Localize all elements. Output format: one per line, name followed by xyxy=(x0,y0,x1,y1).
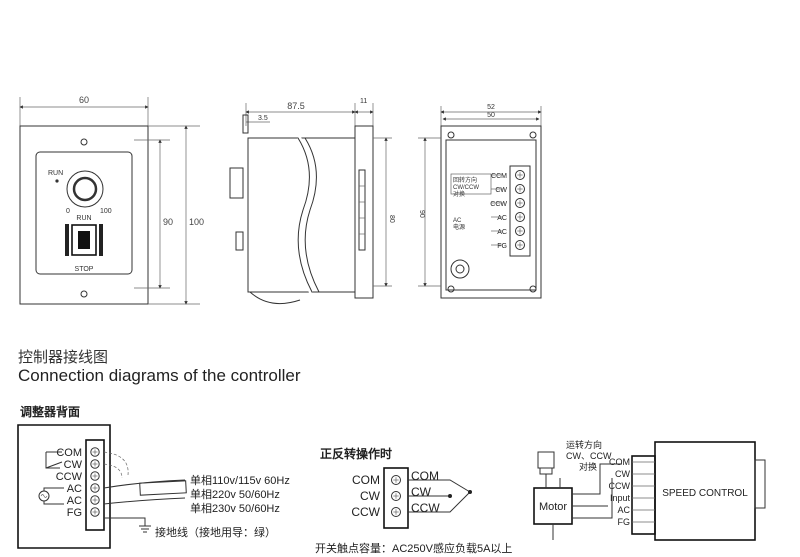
run-label-top: RUN xyxy=(48,170,63,177)
motor-terminal-label-3: Input xyxy=(610,493,631,503)
rear-terminal-label-0: CCM xyxy=(491,173,507,180)
back-terminal-screw-5 xyxy=(90,507,100,517)
rear-terminal-label-5: FG xyxy=(497,243,507,250)
supply-line-3: 单相230v 50/60Hz xyxy=(190,502,280,515)
back-terminal-label-2: CCW xyxy=(56,471,83,483)
rear-terminal-label-1: CW xyxy=(495,187,507,194)
side-flange-dim: 11 xyxy=(360,98,367,105)
mount-hole-bottom xyxy=(80,290,88,298)
rear-outer-width-dim: 52 xyxy=(487,104,495,111)
rear-terminal-screw-5 xyxy=(515,240,525,250)
switch-terminal-right-1: CW xyxy=(411,485,432,499)
rear-plate xyxy=(440,125,542,299)
rear-terminal-block xyxy=(509,165,531,257)
motor-label: Motor xyxy=(539,501,567,513)
run-label: RUN xyxy=(76,215,91,222)
direction-note-1: 运转方向 xyxy=(566,439,602,450)
diagram-switch-title: 正反转操作时 xyxy=(320,446,392,461)
front-panel xyxy=(35,151,133,275)
run-stop-switch xyxy=(71,224,97,256)
motor-terminal-block xyxy=(631,455,656,535)
supply-line-2: 单相220v 50/60Hz xyxy=(190,488,280,501)
rear-terminal-label-3: AC xyxy=(497,215,507,222)
back-terminal-label-5: FG xyxy=(67,507,82,519)
back-terminal-screw-4 xyxy=(90,495,100,505)
scale-max-label: 100 xyxy=(100,208,112,215)
rear-note-ac-line2: 电源 xyxy=(453,223,465,231)
rear-terminal-screw-1 xyxy=(515,184,525,194)
rear-inner-width-dim: 50 xyxy=(487,112,495,119)
direction-note-3: 对换 xyxy=(579,461,597,472)
switch-terminal-left-2: CCW xyxy=(351,505,380,519)
motor-terminal-label-5: FG xyxy=(618,517,631,527)
diagram-back-title: 调整器背面 xyxy=(20,404,80,419)
switch-terminal-right-2: CCW xyxy=(411,501,440,515)
rear-terminal-label-2: CCW xyxy=(490,201,507,208)
motor-terminal-label-2: CCW xyxy=(609,481,631,491)
side-offset-dim: 3.5 xyxy=(258,115,268,122)
ground-note: 接地线（接地用导：绿） xyxy=(155,525,276,539)
back-terminal-label-3: AC xyxy=(67,483,82,495)
switch-terminal-screw-0 xyxy=(391,475,401,485)
rear-terminal-screw-2 xyxy=(515,198,525,208)
rear-terminal-screw-3 xyxy=(515,212,525,222)
mount-hole-top xyxy=(80,138,88,146)
switch-terminal-left-0: COM xyxy=(352,473,380,487)
front-height-inner-dim: 90 xyxy=(163,217,173,227)
rear-terminal-screw-0 xyxy=(515,170,525,180)
supply-line-1: 单相110v/115v 60Hz xyxy=(190,474,290,487)
switch-terminal-screw-1 xyxy=(391,491,401,501)
switch-terminal-right-0: COM xyxy=(411,469,439,483)
diagram-motor-control: 运转方向 CW、CCW 对换 Motor SPEED CONTROL COM CW… xyxy=(533,439,766,541)
stop-label: STOP xyxy=(75,266,94,273)
side-view: 87.5 11 3.5 80 xyxy=(229,98,395,305)
front-view: 60 RUN 0 100 RUN STOP 90 100 xyxy=(19,95,204,305)
scale-min-label: 0 xyxy=(66,208,70,215)
motor-terminal-label-0: COM xyxy=(609,457,630,467)
switch-terminal-left-1: CW xyxy=(360,489,381,503)
front-height-outer-dim: 100 xyxy=(189,217,204,227)
back-terminal-label-0: COM xyxy=(56,447,82,459)
back-terminal-block xyxy=(85,439,105,531)
rear-note-direction-line2: CW/CCW xyxy=(453,185,479,191)
switch-terminal-screw-2 xyxy=(391,507,401,517)
side-length-dim: 87.5 xyxy=(287,101,305,111)
back-terminal-label-1: CW xyxy=(64,459,83,471)
rear-terminal-label-4: AC xyxy=(497,229,507,236)
rear-terminal-screw-4 xyxy=(515,226,525,236)
back-terminal-screw-2 xyxy=(90,471,100,481)
section-title-cn: 控制器接线图 xyxy=(18,348,109,366)
rear-height-dim: 90 xyxy=(418,210,425,218)
speed-knob xyxy=(66,170,104,208)
back-terminal-screw-1 xyxy=(90,459,100,469)
section-title-en: Connection diagrams of the controller xyxy=(18,366,301,385)
switch-terminal-block xyxy=(383,467,409,529)
back-terminal-screw-0 xyxy=(90,447,100,457)
capacity-note: 开关触点容量：AC250V感应负载5A以上 xyxy=(315,541,512,555)
front-width-dim: 60 xyxy=(79,95,89,105)
rear-view: 52 50 90 回转方向 CW/CCW 对换 AC 电源 CCM CW CCW AC… xyxy=(418,104,542,299)
motor-terminal-label-4: AC xyxy=(617,505,630,515)
motor-terminal-label-1: CW xyxy=(615,469,630,479)
rear-note-direction-line3: 对换 xyxy=(453,190,465,198)
rear-note-direction-line1: 回转方向 xyxy=(453,176,477,184)
side-height-dim: 80 xyxy=(388,215,395,223)
direction-note-2: CW、CCW xyxy=(566,451,612,461)
back-terminal-screw-3 xyxy=(90,483,100,493)
diagram-forward-reverse: 正反转操作时 COM CW CCW COM CW CCW 开关触点容量：AC250V感应负… xyxy=(315,446,512,555)
rear-note-ac-line1: AC xyxy=(453,218,462,224)
back-terminal-label-4: AC xyxy=(67,495,82,507)
speed-control-label: SPEED CONTROL xyxy=(662,488,748,499)
front-plate xyxy=(19,125,149,305)
